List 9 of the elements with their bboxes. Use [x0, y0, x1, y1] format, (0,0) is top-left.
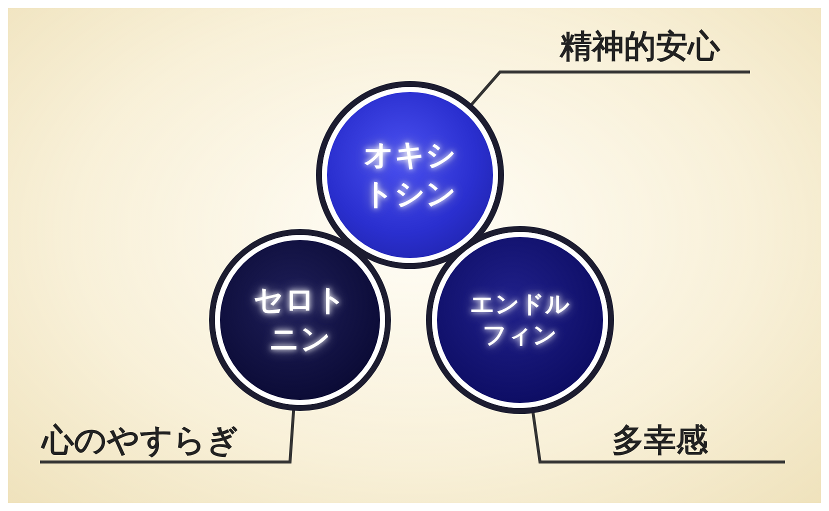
node-label: エンドルフィン — [470, 288, 570, 351]
node-label: セロトニン — [252, 282, 348, 359]
leader-line — [531, 410, 785, 464]
callout-text: 多幸感 — [612, 424, 708, 456]
leader-line — [40, 408, 296, 464]
node-label: オキシトシン — [362, 137, 458, 214]
callout-text: 心のやすらぎ — [42, 424, 239, 456]
leader-line — [469, 70, 750, 107]
callout-text: 精神的安心 — [560, 30, 720, 62]
